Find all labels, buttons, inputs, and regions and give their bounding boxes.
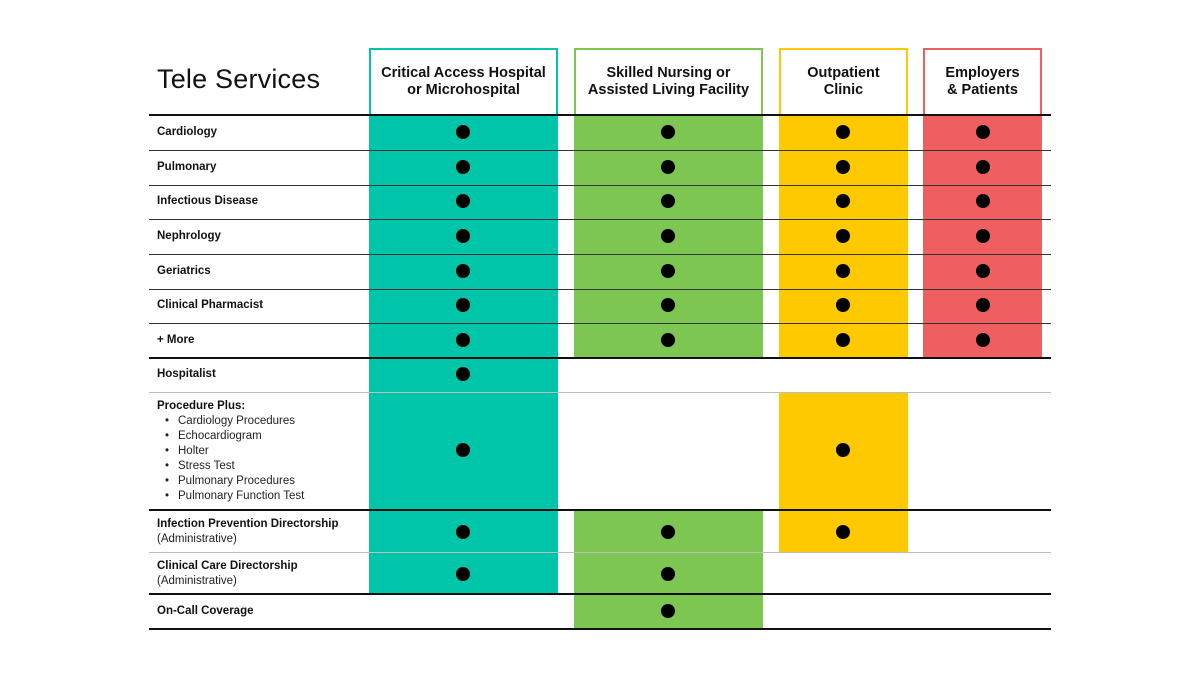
- availability-dot-employers: [976, 124, 990, 139]
- row-divider: [149, 509, 1051, 511]
- row-divider: [149, 552, 1051, 553]
- row-sublabel: (Administrative): [157, 533, 237, 545]
- row-label: Hospitalist: [157, 368, 216, 380]
- list-item-text: Pulmonary Procedures: [178, 475, 295, 487]
- availability-dot-outpatient: [836, 124, 850, 139]
- availability-dot-critical: [456, 443, 470, 457]
- list-item-text: Echocardiogram: [178, 430, 262, 442]
- bullet-icon: •: [165, 490, 170, 502]
- row-sublabel: (Administrative): [157, 575, 237, 587]
- availability-dot-skilled: [661, 603, 675, 618]
- availability-dot-outpatient: [836, 298, 850, 312]
- availability-dot-skilled: [661, 194, 675, 208]
- availability-dot-skilled: [661, 263, 675, 278]
- availability-dot-skilled: [661, 525, 675, 539]
- page-title: Tele Services: [157, 64, 321, 94]
- list-item: • Holter: [165, 445, 209, 457]
- availability-dot-skilled: [661, 298, 675, 312]
- availability-dot-outpatient: [836, 525, 850, 539]
- row-divider: [149, 357, 1051, 359]
- column-header-critical: Critical Access Hospital or Microhospita…: [369, 48, 558, 114]
- availability-dot-critical: [456, 525, 470, 539]
- list-item-text: Cardiology Procedures: [178, 415, 295, 427]
- availability-dot-employers: [976, 194, 990, 208]
- bullet-icon: •: [165, 460, 170, 472]
- column-header-skilled: Skilled Nursing or Assisted Living Facil…: [574, 48, 763, 114]
- column-band-critical: [369, 115, 558, 594]
- availability-dot-outpatient: [836, 228, 850, 243]
- availability-dot-outpatient: [836, 159, 850, 174]
- availability-dot-skilled: [661, 567, 675, 581]
- bullet-icon: •: [165, 430, 170, 442]
- availability-dot-critical: [456, 567, 470, 581]
- header-divider: [149, 114, 1051, 116]
- bullet-icon: •: [165, 415, 170, 427]
- list-item-text: Stress Test: [178, 460, 235, 472]
- availability-dot-outpatient: [836, 332, 850, 347]
- bullet-icon: •: [165, 445, 170, 457]
- availability-dot-employers: [976, 159, 990, 174]
- availability-dot-critical: [456, 194, 470, 208]
- list-item: • Stress Test: [165, 460, 235, 472]
- row-label: Infection Prevention Directorship: [157, 518, 339, 530]
- row-label: Nephrology: [157, 229, 221, 242]
- availability-dot-critical: [456, 124, 470, 139]
- availability-dot-employers: [976, 298, 990, 312]
- row-label: Pulmonary: [157, 160, 217, 173]
- availability-dot-skilled: [661, 159, 675, 174]
- availability-dot-critical: [456, 263, 470, 278]
- row-divider: [149, 593, 1051, 595]
- row-divider: [149, 289, 1051, 290]
- row-divider: [149, 323, 1051, 324]
- row-divider: [149, 219, 1051, 220]
- availability-dot-skilled: [661, 228, 675, 243]
- row-divider: [149, 628, 1051, 630]
- row-label: Clinical Pharmacist: [157, 299, 264, 311]
- availability-dot-employers: [976, 228, 990, 243]
- availability-dot-skilled: [661, 332, 675, 347]
- row-label: Cardiology: [157, 125, 218, 138]
- availability-dot-critical: [456, 367, 470, 381]
- availability-dot-skilled: [661, 124, 675, 139]
- column-header-employers: Employers & Patients: [923, 48, 1042, 114]
- list-item: • Cardiology Procedures: [165, 415, 295, 427]
- list-item: • Echocardiogram: [165, 430, 262, 442]
- availability-dot-outpatient: [836, 263, 850, 278]
- list-item-text: Pulmonary Function Test: [178, 490, 305, 502]
- column-header-outpatient: Outpatient Clinic: [779, 48, 908, 114]
- row-divider: [149, 150, 1051, 151]
- row-label: On-Call Coverage: [157, 604, 254, 617]
- availability-dot-outpatient: [836, 194, 850, 208]
- row-label: Infectious Disease: [157, 195, 258, 207]
- row-label: + More: [157, 333, 195, 346]
- availability-dot-employers: [976, 332, 990, 347]
- row-divider: [149, 254, 1051, 255]
- list-item-text: Holter: [178, 445, 209, 457]
- bullet-icon: •: [165, 475, 170, 487]
- row-divider: [149, 185, 1051, 186]
- availability-dot-critical: [456, 332, 470, 347]
- availability-dot-critical: [456, 159, 470, 174]
- list-item: • Pulmonary Procedures: [165, 475, 295, 487]
- availability-dot-outpatient: [836, 443, 850, 457]
- row-label: Procedure Plus:: [157, 400, 246, 412]
- list-item: • Pulmonary Function Test: [165, 490, 304, 502]
- row-label: Clinical Care Directorship: [157, 560, 298, 572]
- availability-dot-critical: [456, 228, 470, 243]
- availability-dot-employers: [976, 263, 990, 278]
- row-divider: [149, 392, 1051, 393]
- availability-dot-critical: [456, 298, 470, 312]
- row-label: Geriatrics: [157, 264, 211, 277]
